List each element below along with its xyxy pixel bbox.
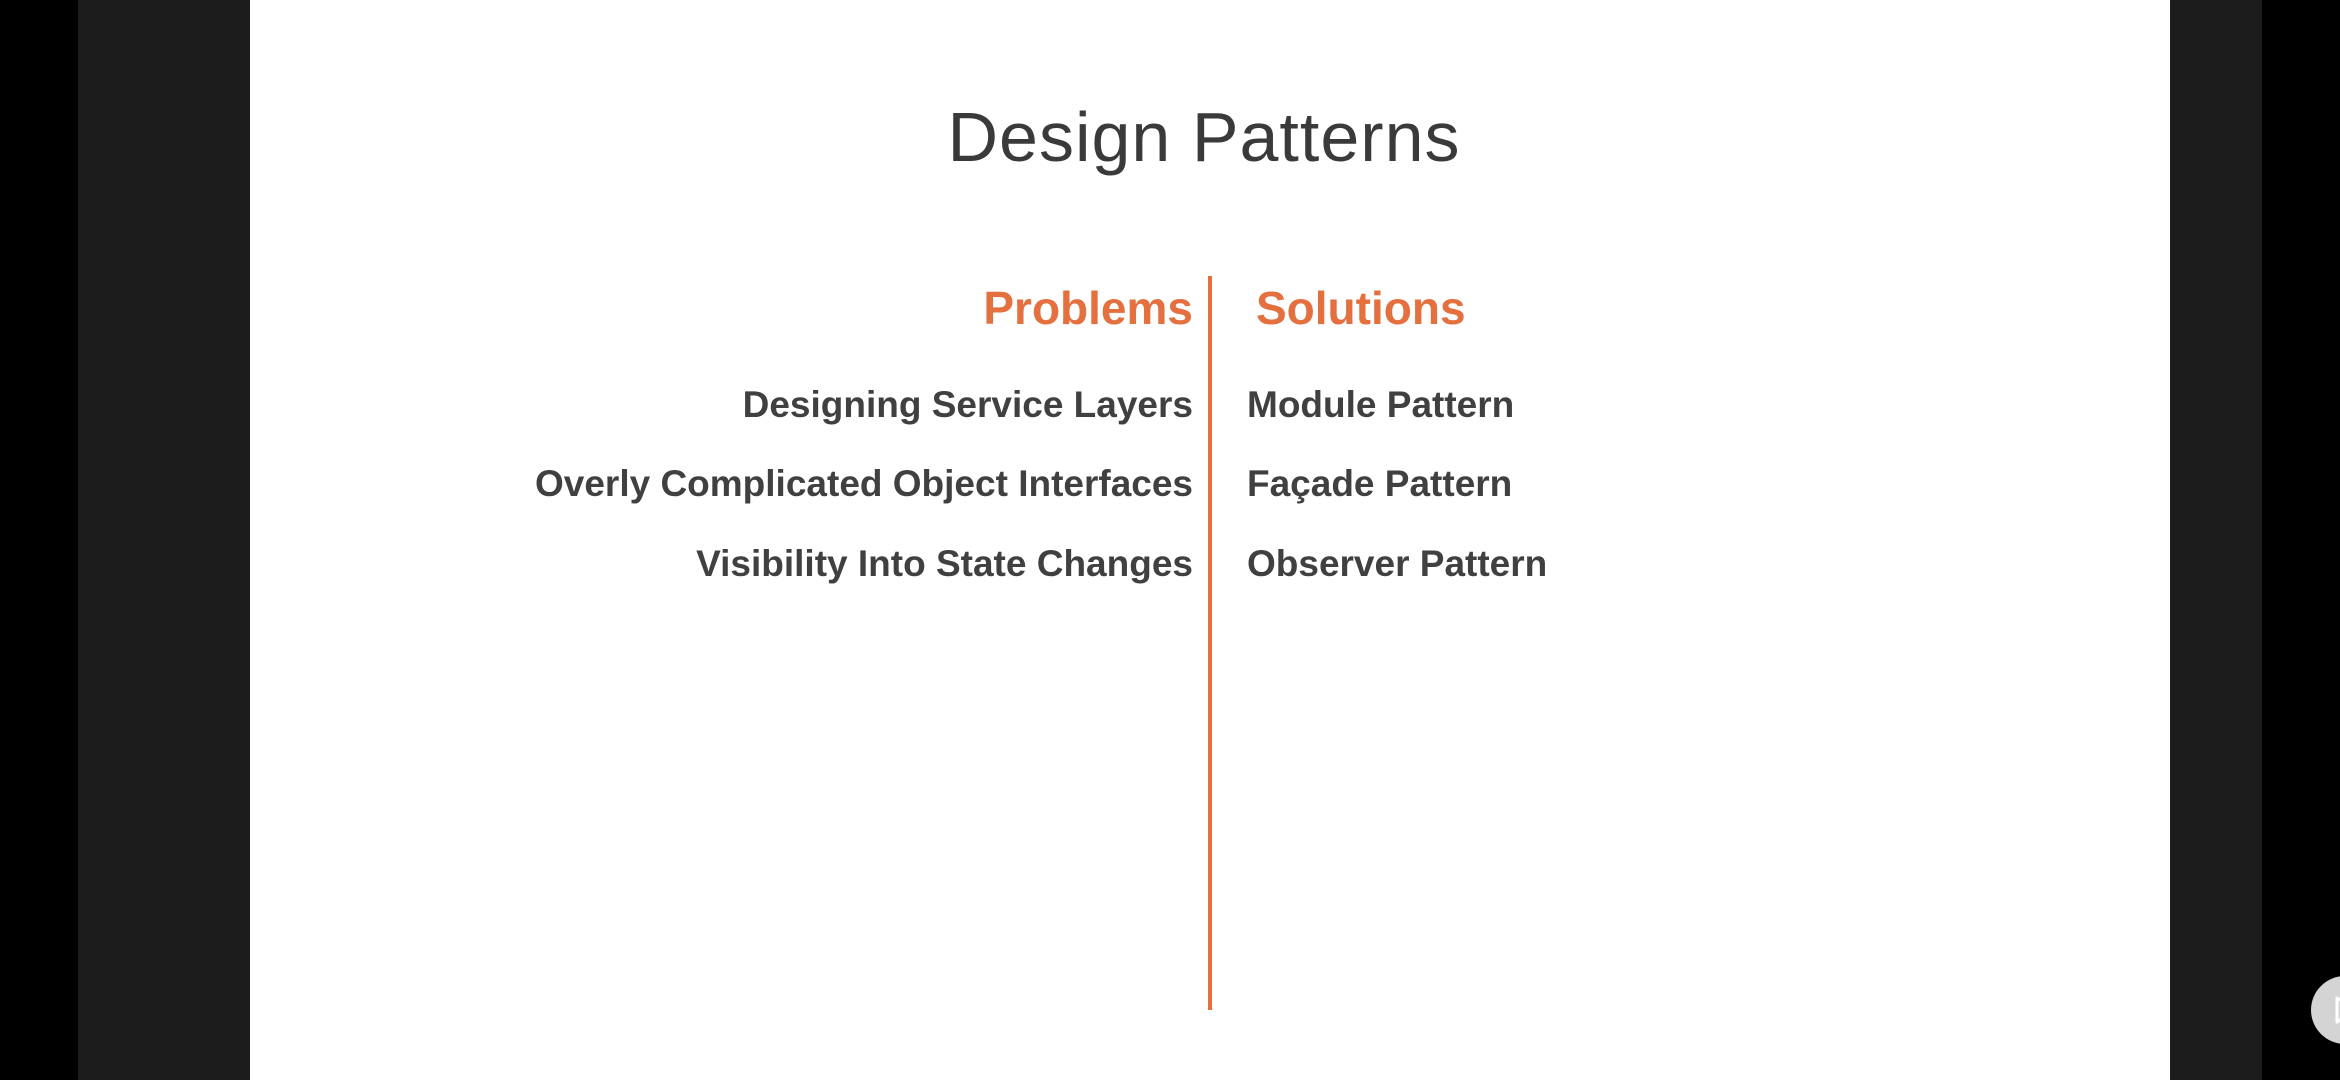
right-letterbox-band — [2170, 0, 2262, 1080]
solution-item: Module Pattern — [1247, 384, 1515, 425]
solution-item: Façade Pattern — [1247, 463, 1513, 504]
left-letterbox-band — [78, 0, 250, 1080]
play-button[interactable] — [2311, 976, 2340, 1044]
slide-title: Design Patterns — [947, 98, 1461, 176]
solution-item: Observer Pattern — [1247, 543, 1548, 584]
column-divider — [1208, 276, 1212, 1010]
solutions-heading: Solutions — [1256, 282, 1466, 334]
problems-heading: Problems — [983, 282, 1193, 334]
problem-item: Visibility Into State Changes — [696, 543, 1193, 584]
problem-item: Overly Complicated Object Interfaces — [534, 463, 1193, 504]
presentation-slide: Design Patterns Problems Solutions Desig… — [250, 0, 2340, 1080]
problem-item: Designing Service Layers — [742, 384, 1193, 425]
play-icon — [2335, 996, 2340, 1024]
